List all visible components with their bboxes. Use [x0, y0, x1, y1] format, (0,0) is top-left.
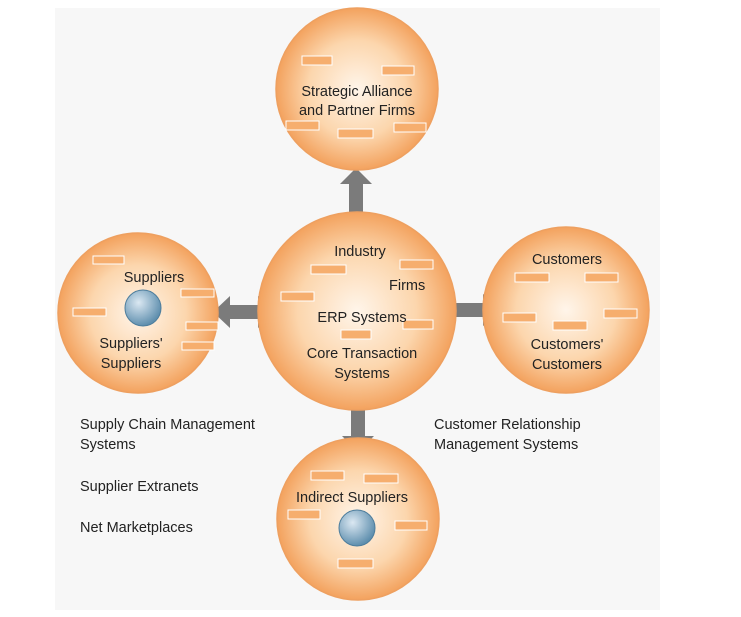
member-box [514, 272, 550, 283]
member-box [603, 308, 638, 319]
suppliers-suppliers-label-line2: Suppliers [101, 356, 161, 372]
net-marketplaces-note: Net Marketplaces [80, 520, 193, 536]
member-box [92, 255, 125, 265]
supplier-extranets-note: Supplier Extranets [80, 479, 198, 495]
indirect-suppliers-label: Indirect Suppliers [296, 490, 408, 506]
strategic-alliance-label-line2: and Partner Firms [299, 103, 415, 119]
member-boxes [72, 55, 638, 569]
customers-circle [482, 226, 650, 394]
member-box [402, 319, 434, 330]
core-transaction-label-line1: Core Transaction [307, 346, 417, 362]
member-box [310, 470, 345, 481]
member-box [301, 55, 333, 66]
suppliers-suppliers-label-line1: Suppliers' [99, 336, 162, 352]
crm-note-line2: Management Systems [434, 437, 578, 453]
member-box [399, 259, 434, 270]
member-box [72, 307, 107, 317]
member-box [502, 312, 537, 323]
customers-customers-label-line2: Customers [532, 357, 602, 373]
scm-note-line1: Supply Chain Management [80, 417, 255, 433]
member-box [337, 128, 374, 139]
member-box [393, 122, 427, 133]
member-box [552, 320, 588, 331]
member-box [340, 329, 372, 340]
member-box [584, 272, 619, 283]
customers-customers-label-line1: Customers' [531, 337, 604, 353]
member-box [363, 473, 399, 484]
suppliers-label: Suppliers [124, 270, 184, 286]
member-box [381, 65, 415, 76]
industry-label: Industry [334, 244, 386, 260]
member-box [285, 120, 320, 131]
crm-note-line1: Customer Relationship [434, 417, 581, 433]
indirect-suppliers-sphere-icon [338, 509, 376, 547]
strategic-alliance-label-line1: Strategic Alliance [301, 84, 412, 100]
member-box [337, 558, 374, 569]
member-box [310, 264, 347, 275]
member-box [180, 288, 215, 298]
member-box [185, 321, 219, 331]
member-box [280, 291, 315, 302]
customers-label: Customers [532, 252, 602, 268]
suppliers-sphere-icon [124, 289, 162, 327]
member-box [181, 341, 215, 351]
firms-label: Firms [389, 278, 425, 294]
core-transaction-label-line2: Systems [334, 366, 390, 382]
member-box [394, 520, 428, 531]
member-box [287, 509, 321, 520]
scm-note-line2: Systems [80, 437, 136, 453]
erp-systems-label: ERP Systems [317, 310, 406, 326]
